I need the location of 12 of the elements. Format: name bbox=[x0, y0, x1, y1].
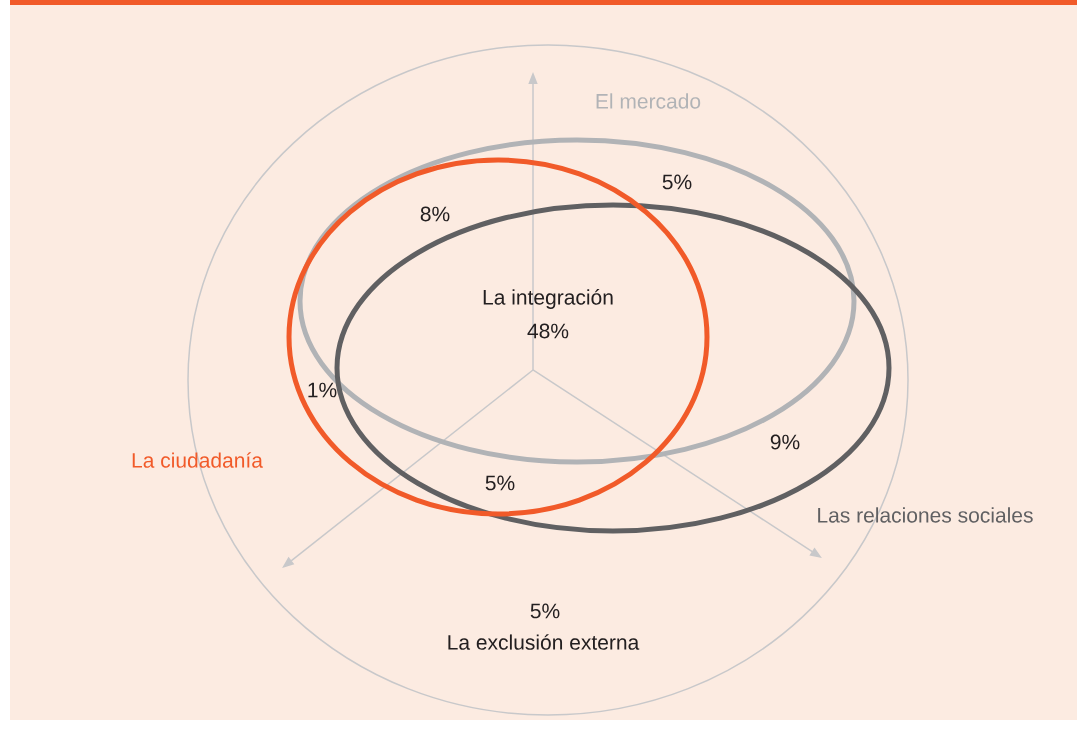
label: 9% bbox=[770, 434, 800, 450]
label: La integración bbox=[483, 289, 613, 309]
label: La ciudadanía bbox=[132, 452, 263, 468]
label: 1% bbox=[308, 382, 337, 398]
label: 5% bbox=[530, 603, 560, 619]
label: 48% bbox=[527, 323, 569, 339]
label: 8% bbox=[420, 206, 450, 222]
label: El mercado bbox=[596, 93, 701, 109]
label: 5% bbox=[485, 475, 515, 491]
label: La exclusión externa bbox=[448, 634, 640, 650]
label: Las relaciones sociales bbox=[818, 507, 1033, 523]
label: 5% bbox=[662, 174, 692, 190]
